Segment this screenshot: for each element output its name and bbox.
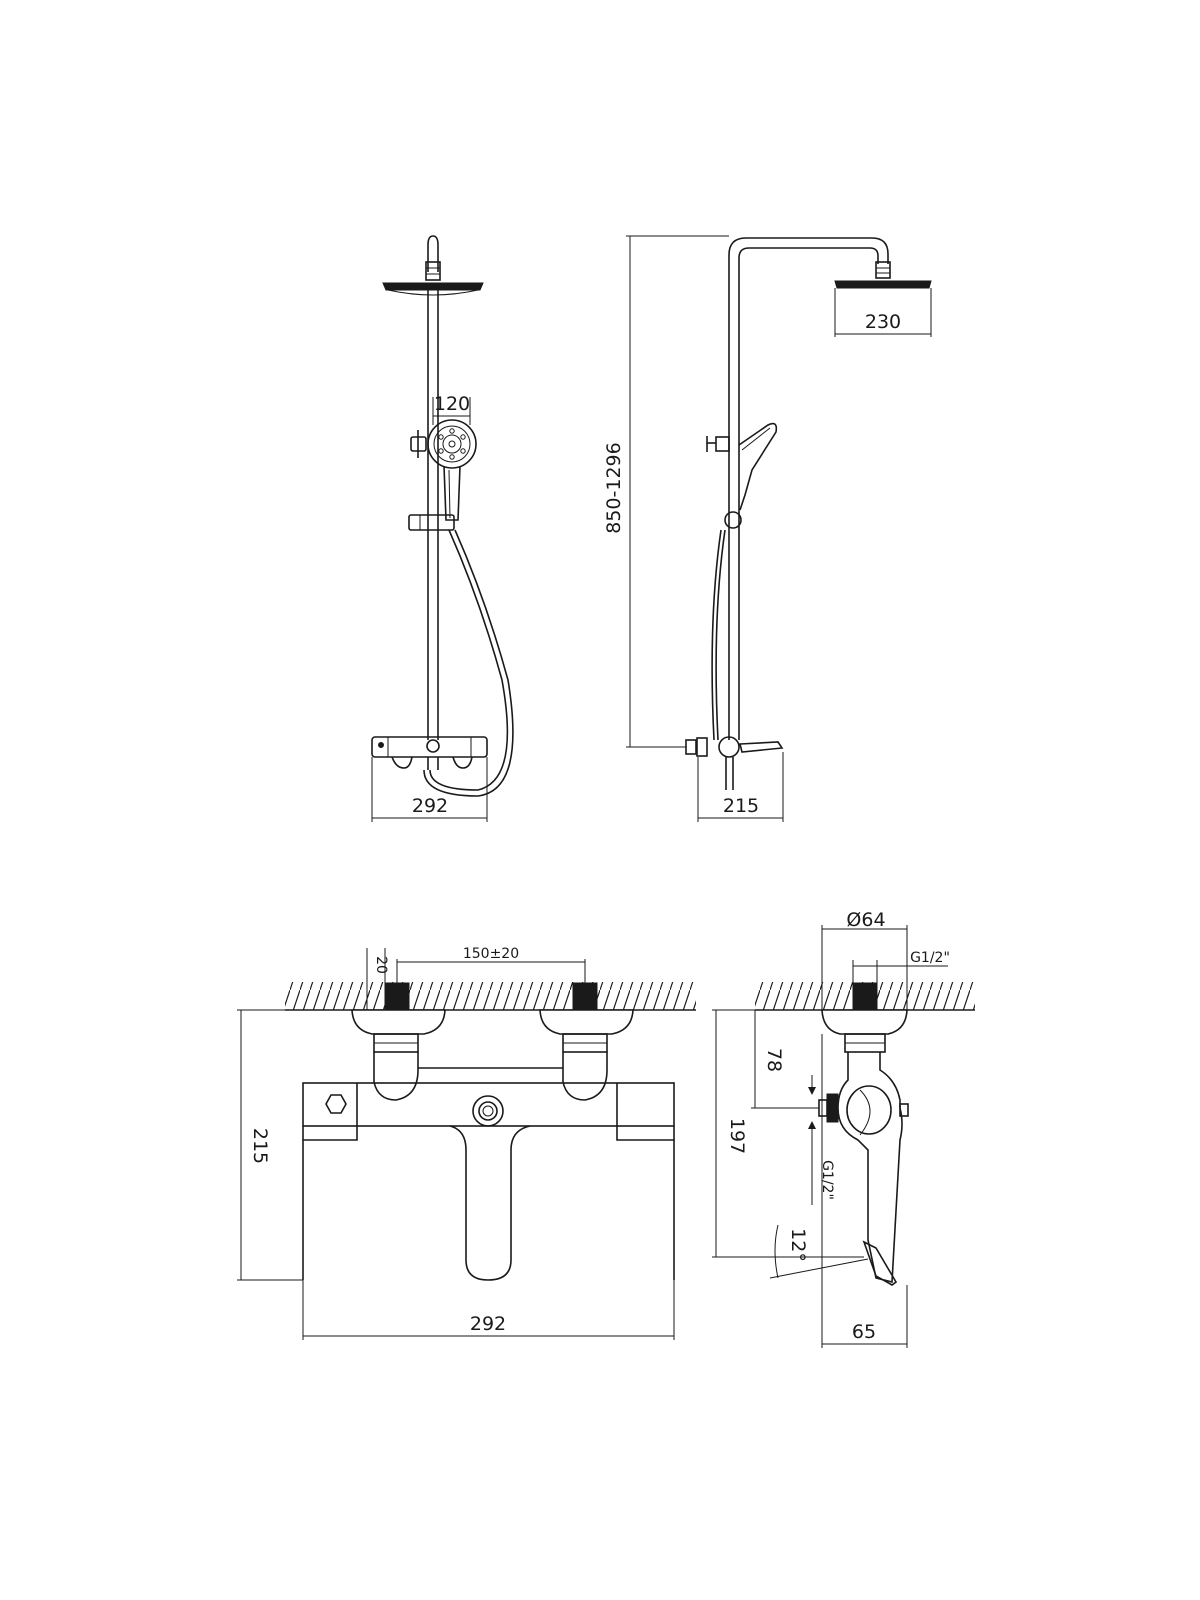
mixer-side-view: Ø64 G1/2" 78 197 G1/2" 12° 65: [712, 909, 975, 1348]
dim-65: 65: [852, 1321, 876, 1343]
head-shower-disk: [382, 282, 484, 291]
head-shower-side: [834, 280, 932, 289]
dim-215-bottom: 215: [249, 1128, 271, 1164]
temp-knob-hex: [325, 1094, 347, 1114]
dim-height-range: 850-1296: [603, 442, 625, 533]
inlet-right: [572, 982, 598, 1010]
dim-197: 197: [726, 1118, 748, 1154]
dim-thread-top: G1/2": [910, 950, 950, 966]
side-column-view: 850-1296 230 215: [603, 235, 932, 822]
inlet-side: [852, 982, 878, 1010]
side-thread: [826, 1093, 839, 1123]
dim-diameter: Ø64: [846, 909, 885, 931]
dim-292-top: 292: [412, 795, 448, 817]
dim-230: 230: [865, 311, 901, 333]
mixer-front-view: 150±20 20 215 292: [237, 946, 696, 1340]
hand-shower-head: [427, 419, 477, 469]
dim-120: 120: [434, 393, 470, 415]
dim-thread-side: G1/2": [819, 1160, 835, 1200]
dim-215-top: 215: [723, 795, 759, 817]
dim-angle: 12°: [787, 1228, 809, 1262]
dim-centers: 150±20: [463, 946, 519, 962]
inlet-left: [384, 982, 410, 1010]
diverter-button: [472, 1095, 504, 1127]
dim-78: 78: [763, 1048, 785, 1072]
front-column-view: 120 292: [371, 235, 514, 822]
dim-292-bottom: 292: [470, 1313, 506, 1335]
dim-20: 20: [373, 956, 389, 974]
mixer-bar-front: [371, 736, 488, 758]
